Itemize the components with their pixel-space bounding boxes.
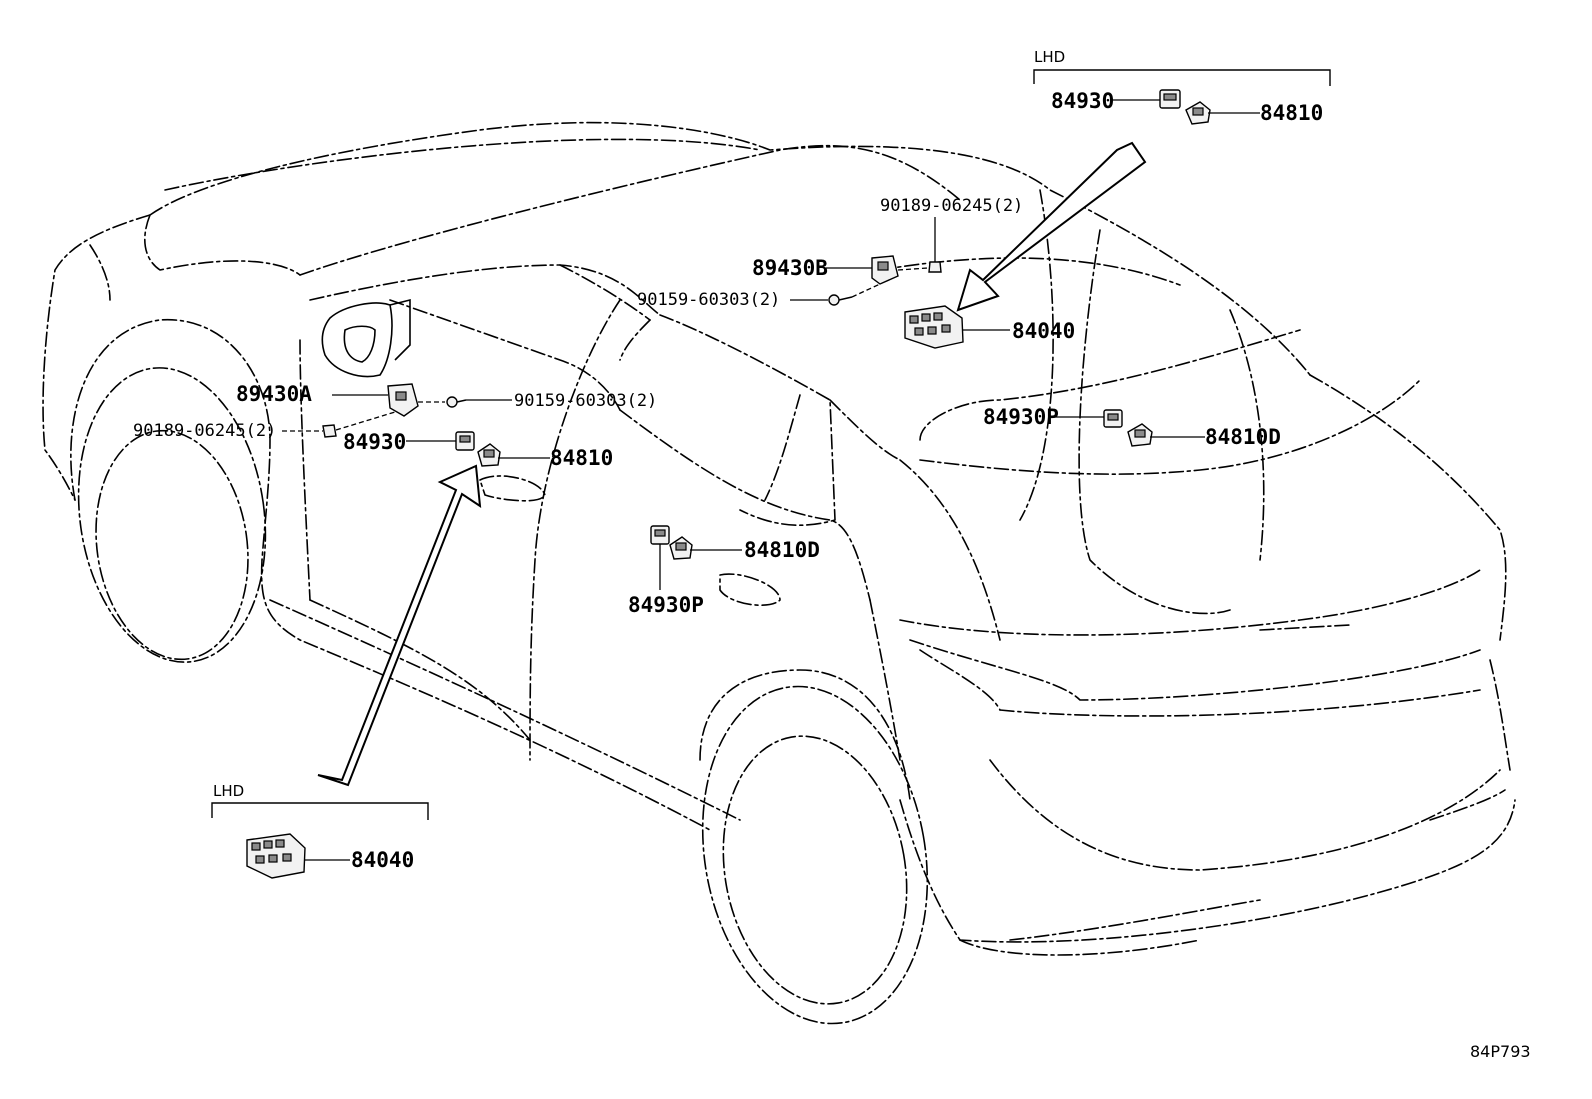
label-84810-top: 84810 [1260,101,1323,125]
lhd-bracket-top [1033,69,1331,86]
label-89430B: 89430B [752,256,828,280]
label-84930-top: 84930 [1051,89,1114,113]
arrow-to-rear-door-icon [956,141,1147,312]
leader-90159-to-bracket [851,283,881,298]
part-84930-left [455,431,475,451]
part-90189-left-clip [322,424,337,438]
label-90189-left: 90189-06245(2) [133,421,276,441]
part-89430A-bracket [387,383,419,417]
label-84930-left: 84930 [343,430,406,454]
side-mirror [321,298,411,378]
diagram-ref-code: 84P793 [1470,1042,1531,1061]
part-84930-top [1159,89,1181,109]
label-90159-right: 90159-60303(2) [637,290,780,310]
leader-90189-left-to-bracket [335,411,396,431]
label-84810-left: 84810 [550,446,613,470]
label-89430A: 89430A [236,382,312,406]
part-84930P-right [1103,409,1123,428]
label-84930P-mid: 84930P [628,593,704,617]
label-84810D-mid: 84810D [744,538,820,562]
label-84810D-right: 84810D [1205,425,1281,449]
label-90159-left: 90159-60303(2) [514,391,657,411]
label-84930P-right: 84930P [983,405,1059,429]
part-90189-right-clip [928,261,942,273]
part-84040-bottom-switch [246,833,306,879]
part-90159-left-screw [446,396,467,408]
part-89430B-bracket [871,255,899,285]
label-84040-right: 84040 [1012,319,1075,343]
part-84040-right-switch [904,305,964,349]
part-84810-top [1185,101,1211,125]
part-84810D-right [1127,423,1153,447]
label-90189-right: 90189-06245(2) [880,196,1023,216]
lhd-bracket-bottom [211,802,429,820]
label-84040-bottom: 84040 [351,848,414,872]
part-90159-right-screw [828,294,853,306]
part-84810D-mid [669,536,693,560]
lhd-label-bottom: LHD [213,782,244,800]
lhd-label-top: LHD [1034,48,1065,66]
leader-89430B-to-clip [897,267,929,271]
part-84930P-mid [650,525,670,545]
arrow-to-front-door-icon [317,464,482,787]
part-84810-left [477,443,501,467]
vehicle-outline [42,121,1516,1025]
